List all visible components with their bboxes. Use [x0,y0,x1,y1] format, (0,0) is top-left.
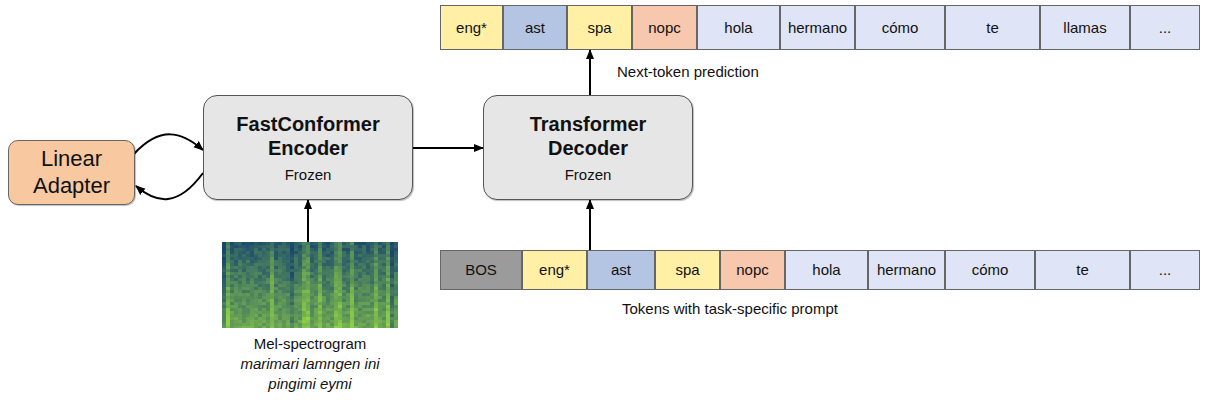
token-text: hermano [788,19,847,37]
flow-arrow [136,173,203,199]
spectrogram-image [222,242,398,328]
input-token: spa [655,250,720,290]
output-token: ... [1130,5,1200,50]
output-token: te [945,5,1040,50]
input-token: nopc [720,250,785,290]
token-text: cómo [882,19,919,37]
output-token: llamas [1040,5,1130,50]
token-text: hermano [877,261,936,279]
output-token: spa [567,5,632,50]
input-token: ... [1130,250,1200,290]
encoder-box: FastConformer EncoderFrozen [203,95,413,200]
input-token: eng* [522,250,587,290]
input-token: te [1035,250,1130,290]
input-token: cómo [945,250,1035,290]
annotation-label: Tokens with task-specific prompt [620,300,840,317]
flow-arrow [589,50,591,95]
flow-arrow [307,200,309,242]
output-token: ast [503,5,567,50]
spectrogram-figure: Mel-spectrogrammarimari lamngen ini ping… [200,242,420,412]
token-text: llamas [1063,19,1106,37]
input-token: ast [587,250,655,290]
output-token: nopc [632,5,697,50]
flow-arrow [134,134,203,154]
input-token: hola [785,250,868,290]
token-text: spa [587,19,611,37]
block-status: Frozen [285,166,332,184]
token-text: nopc [736,261,769,279]
token-text: ... [1159,261,1172,279]
annotation-label: Next-token prediction [615,63,761,80]
token-text: eng* [456,19,487,37]
output-token: cómo [855,5,945,50]
output-token: eng* [440,5,503,50]
token-text: spa [675,261,699,279]
token-text: cómo [972,261,1009,279]
token-text: ... [1159,19,1172,37]
token-text: nopc [648,19,681,37]
block-title: FastConformer Encoder [223,112,393,160]
block-status: Frozen [565,166,612,184]
input-token: hermano [868,250,945,290]
token-text: ast [611,261,631,279]
token-text: hola [812,261,840,279]
token-text: te [986,19,999,37]
token-text: ast [525,19,545,37]
token-text: te [1076,261,1089,279]
block-title: Linear Adapter [17,146,127,199]
decoder-box: Transformer DecoderFrozen [483,95,693,200]
token-text: hola [724,19,752,37]
utterance-text: marimari lamngen ini pingimi eymi [225,354,395,394]
input-token: BOS [440,250,522,290]
token-text: eng* [539,261,570,279]
output-token: hola [697,5,780,50]
flow-arrow [413,147,483,149]
figure-caption: Mel-spectrogram [254,334,367,354]
flow-arrow [589,200,591,250]
token-text: BOS [465,261,497,279]
block-title: Transformer Decoder [503,112,673,160]
output-token: hermano [780,5,855,50]
adapter-box: Linear Adapter [8,140,135,205]
